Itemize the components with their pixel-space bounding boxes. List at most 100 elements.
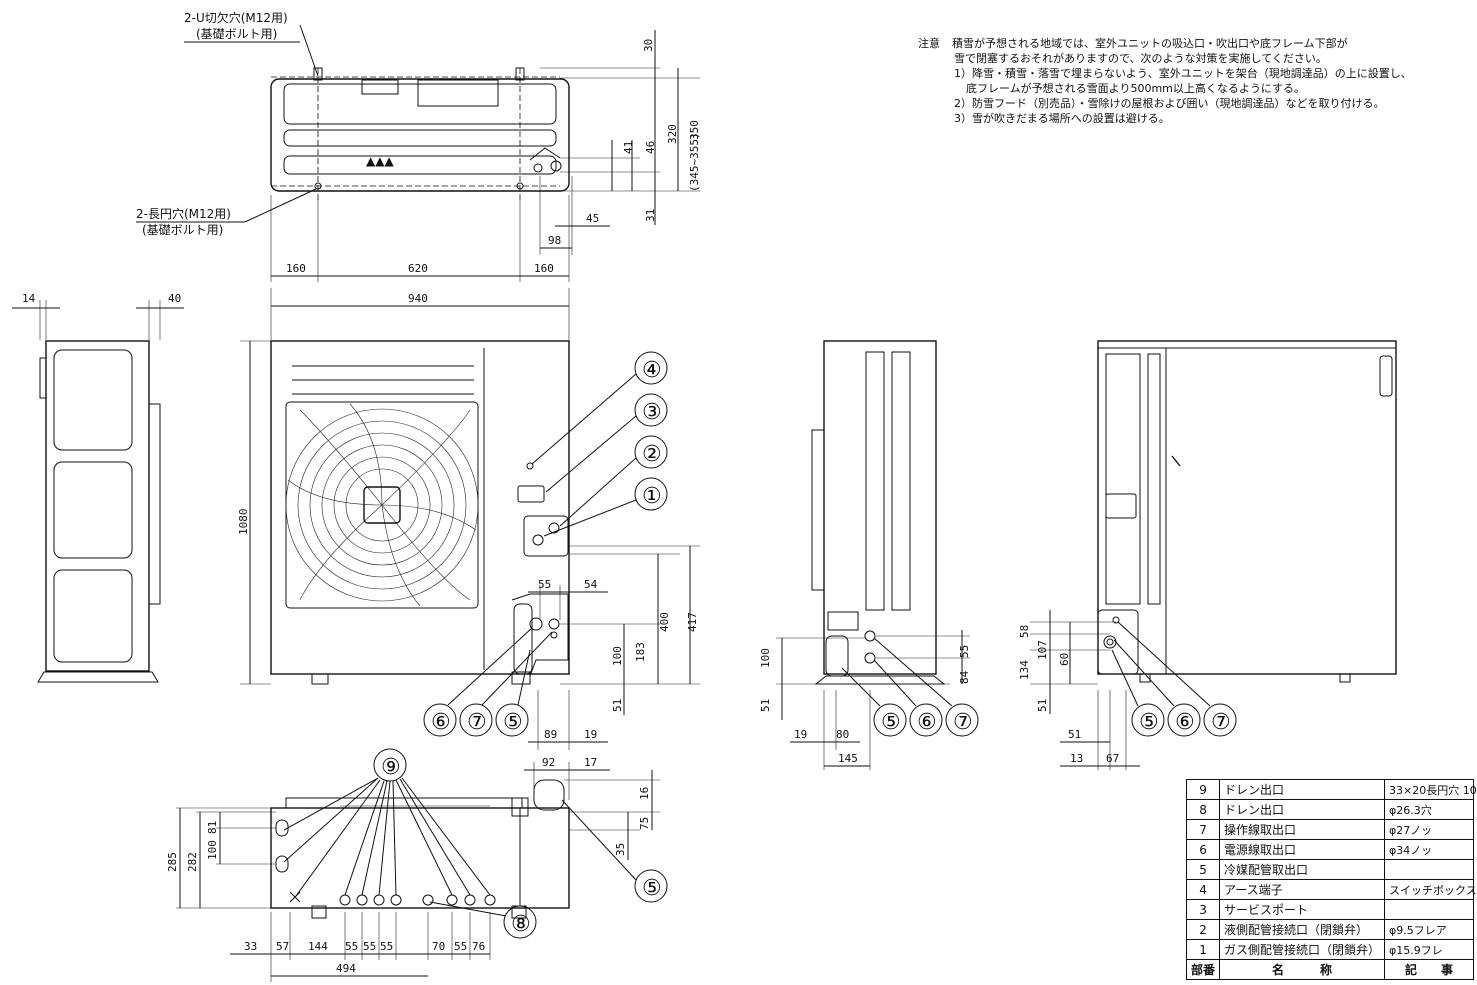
callout-5-front: ⑤ xyxy=(503,710,523,735)
back-callouts: ⑤ ⑥ ⑦ xyxy=(1111,621,1237,737)
part-spec: φ15.9フレ xyxy=(1384,939,1475,960)
dim-55b: 55 xyxy=(363,940,376,953)
part-spec: 33×20長円穴 10 xyxy=(1384,779,1477,800)
dim-13-back: 13 xyxy=(1070,752,1083,765)
callout-5-back: ⑤ xyxy=(1139,710,1159,735)
dim-51-back-h: 51 xyxy=(1068,728,1081,741)
dim-417-front: 417 xyxy=(686,612,699,632)
part-no: 5 xyxy=(1185,859,1221,880)
dim-51-back-v: 51 xyxy=(1036,699,1049,712)
notes-item-3: 3）雪が吹きだまる場所への設置は避ける。 xyxy=(954,112,1170,125)
part-no: 6 xyxy=(1185,839,1221,860)
part-spec: φ26.3穴 xyxy=(1384,799,1475,820)
dim-19-front: 19 xyxy=(584,728,597,741)
part-spec: φ34ノッ xyxy=(1384,839,1475,860)
dim-51-side: 51 xyxy=(759,699,772,712)
notes-line-1: 積雪が予想される地域では、室外ユニットの吸込口・吹出口や底フレーム下部が xyxy=(952,37,1348,50)
dim-400-front: 400 xyxy=(658,612,671,632)
dim-14: 14 xyxy=(22,292,36,305)
dim-81: 81 xyxy=(206,821,219,834)
dim-45: 45 xyxy=(586,212,599,225)
dim-54-front: 54 xyxy=(584,578,598,591)
dim-89-front: 89 xyxy=(544,728,557,741)
dim-100-bottom: 100 xyxy=(206,840,219,860)
dim-345-355: (345~355) xyxy=(688,132,701,192)
callout-6-back: ⑥ xyxy=(1175,710,1195,735)
dim-55a: 55 xyxy=(345,940,358,953)
notes-line-2: 雪で閉塞するおそれがありますので、次のような対策を実施してください。 xyxy=(954,52,1327,65)
notes-item-1: 1）降雪・積雪・落雪で埋まらないよう、室外ユニットを架台（現地調達品）の上に設置… xyxy=(954,67,1412,80)
part-no: 8 xyxy=(1185,799,1221,820)
dim-55-side: 55 xyxy=(958,645,971,658)
dim-160-right: 160 xyxy=(534,262,554,275)
dim-160-left: 160 xyxy=(286,262,306,275)
callout-5-bottom: ⑤ xyxy=(642,876,662,901)
dim-100-side: 100 xyxy=(759,648,772,668)
dim-107-back: 107 xyxy=(1036,640,1049,660)
dim-51-front: 51 xyxy=(611,699,624,712)
dim-183-front: 183 xyxy=(634,642,647,662)
part-name: ドレン出口 xyxy=(1219,799,1386,820)
logo-mark: ▲▲▲ xyxy=(366,154,394,168)
part-no: 3 xyxy=(1185,899,1221,920)
callout-6-side: ⑥ xyxy=(917,710,937,735)
dim-55c: 55 xyxy=(380,940,393,953)
header-name: 名 称 xyxy=(1219,959,1386,980)
callout-6-front: ⑥ xyxy=(431,710,451,735)
u-slot-label: 2-U切欠穴(M12用) xyxy=(184,10,288,25)
dim-100-front: 100 xyxy=(611,646,624,666)
dim-620: 620 xyxy=(408,262,428,275)
part-name: サービスポート xyxy=(1219,899,1386,920)
left-side-view: 14 40 xyxy=(12,292,184,683)
dim-57: 57 xyxy=(276,940,289,953)
part-spec: φ27ノッ xyxy=(1384,819,1475,840)
callout-9: ⑨ xyxy=(381,755,401,780)
top-view: 2-U切欠穴(M12用) (基礎ボルト用) ▲▲▲ 2-長円穴(M12用) (基… xyxy=(136,10,701,282)
part-spec xyxy=(1384,899,1475,920)
dim-70: 70 xyxy=(432,940,445,953)
dim-76: 76 xyxy=(472,940,485,953)
callout-1: ① xyxy=(642,484,662,509)
part-name: ガス側配管接続口（閉鎖弁） xyxy=(1219,939,1386,960)
dim-494: 494 xyxy=(336,962,356,975)
callout-7-back: ⑦ xyxy=(1211,710,1231,735)
u-slot-sublabel: (基礎ボルト用) xyxy=(196,27,277,41)
dim-19-side: 19 xyxy=(794,728,807,741)
callout-4: ④ xyxy=(642,358,662,383)
callout-7-side: ⑦ xyxy=(953,710,973,735)
part-no: 1 xyxy=(1185,939,1221,960)
dim-67-back: 67 xyxy=(1106,752,1119,765)
dim-1080: 1080 xyxy=(237,509,250,536)
dim-35: 35 xyxy=(614,843,627,856)
dim-30: 30 xyxy=(642,39,655,52)
part-name: アース端子 xyxy=(1219,879,1386,900)
dim-145-side: 145 xyxy=(838,752,858,765)
part-spec: φ9.5フレア xyxy=(1384,919,1475,940)
side-callouts: ⑤ ⑥ ⑦ xyxy=(841,637,979,737)
parts-table-header: 部番 名 称 記 事 xyxy=(1185,959,1475,980)
dim-55d: 55 xyxy=(454,940,467,953)
front-view: 940 1080 xyxy=(237,288,700,750)
dim-46: 46 xyxy=(644,141,657,154)
part-name: 操作線取出口 xyxy=(1219,819,1386,840)
callout-3: ③ xyxy=(642,400,662,425)
callout-8: ⑧ xyxy=(511,912,531,937)
back-view: 58 134 107 60 51 51 13 67 ⑤ ⑥ ⑦ xyxy=(1018,340,1397,770)
dim-60-back: 60 xyxy=(1058,653,1071,666)
header-part-no: 部番 xyxy=(1185,959,1221,980)
dim-134-back: 134 xyxy=(1018,660,1031,680)
dim-98: 98 xyxy=(548,234,561,247)
dim-350: 350 xyxy=(688,120,701,140)
notes-item-1b: 底フレームが予想される雪面より500mm以上高くなるようにする。 xyxy=(966,82,1305,95)
long-hole-sublabel: (基礎ボルト用) xyxy=(142,223,223,237)
part-name: 冷媒配管取出口 xyxy=(1219,859,1386,880)
